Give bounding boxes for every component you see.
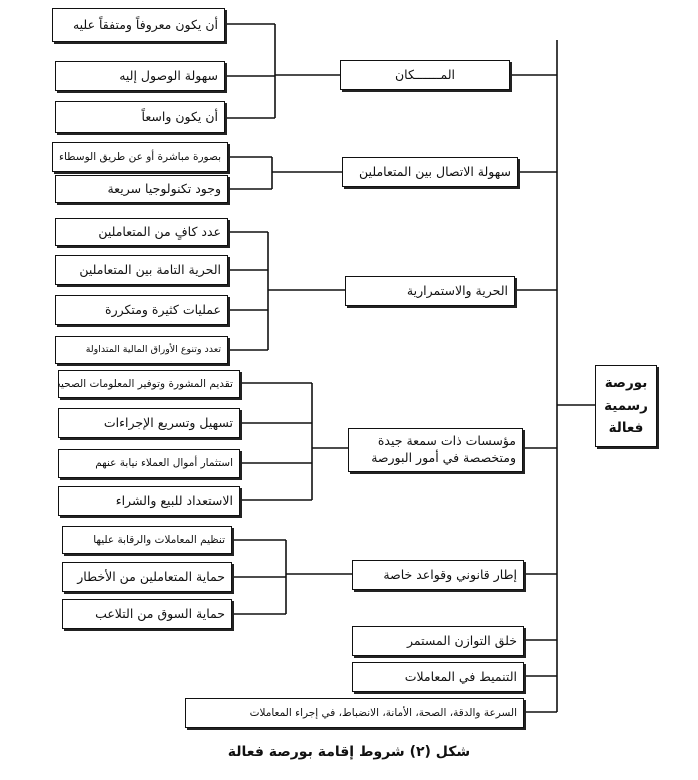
child-box: الاستعداد للبيع والشراء xyxy=(58,486,240,516)
child-box: بصورة مباشرة أو عن طريق الوسطاء xyxy=(52,142,228,172)
child-box: وجود تكنولوجيا سريعة xyxy=(55,175,228,203)
group-box-institutions: مؤسسات ذات سمعة جيدة ومتخصصة في أمور الب… xyxy=(348,428,523,472)
group-box-freedom: الحرية والاستمرارية xyxy=(345,276,515,306)
child-box: عدد كافٍ من المتعاملين xyxy=(55,218,228,246)
child-box: تعدد وتنوع الأوراق المالية المتداولة xyxy=(55,336,228,364)
root-line: بورصة xyxy=(604,374,648,391)
child-box: حماية المتعاملين من الأخطار xyxy=(62,562,232,592)
root-line: رسمية xyxy=(604,397,648,414)
child-box: تقديم المشورة وتوفير المعلومات الصحيحة xyxy=(58,370,240,398)
child-box: أن يكون معروفاً ومتفقاً عليه xyxy=(52,8,225,42)
standalone-box-standardization: التنميط في المعاملات xyxy=(352,662,524,692)
child-box: تسهيل وتسريع الإجراءات xyxy=(58,408,240,438)
figure-caption: شكل (٢) شروط إقامة بورصة فعالة xyxy=(227,744,471,760)
root-line: فعالة xyxy=(608,420,644,437)
child-box: استثمار أموال العملاء نيابة عنهم xyxy=(58,449,240,478)
group-box-place: المـــــــكان xyxy=(340,60,510,90)
standalone-box-balance: خلق التوازن المستمر xyxy=(352,626,524,656)
child-box: حماية السوق من التلاعب xyxy=(62,599,232,629)
group-box-communication: سهولة الاتصال بين المتعاملين xyxy=(342,157,518,187)
child-box: أن يكون واسعاً xyxy=(55,101,225,133)
child-box: عمليات كثيرة ومتكررة xyxy=(55,295,228,325)
child-box: سهولة الوصول إليه xyxy=(55,61,225,91)
child-box: تنظيم المعاملات والرقابة عليها xyxy=(62,526,232,554)
child-box: الحرية التامة بين المتعاملين xyxy=(55,255,228,285)
group-box-legal: إطار قانوني وقواعد خاصة xyxy=(352,560,524,590)
root-box: بورصة رسمية فعالة xyxy=(595,365,657,447)
standalone-box-speed: السرعة والدقة، الصحة، الأمانة، الانضباط،… xyxy=(185,698,524,728)
